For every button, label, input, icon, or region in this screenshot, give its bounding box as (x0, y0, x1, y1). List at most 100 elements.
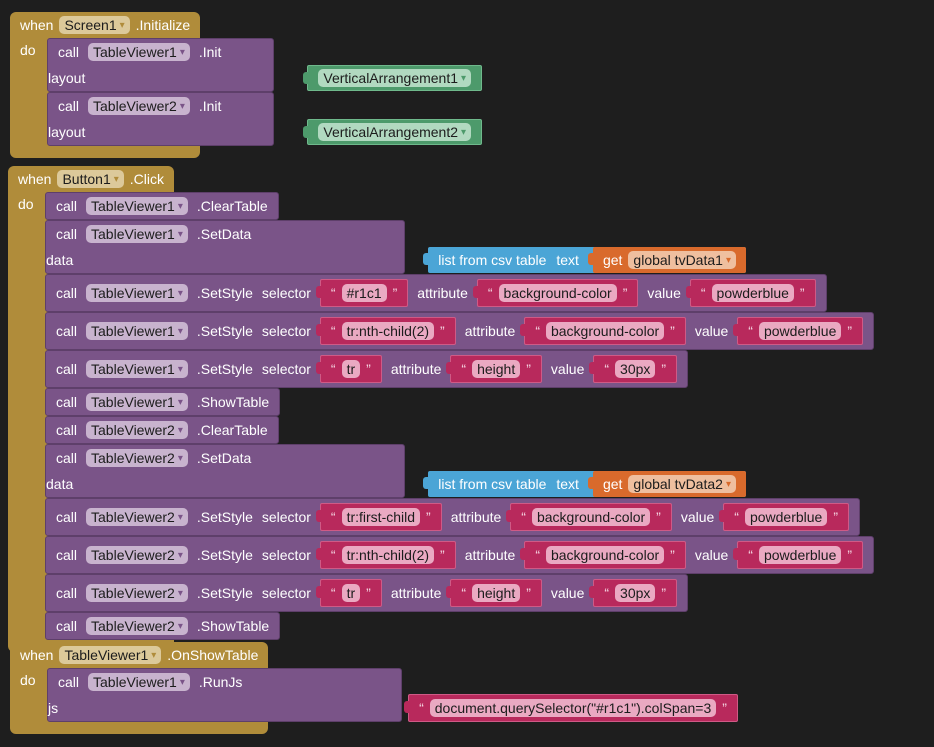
text-block[interactable]: “background-color” (520, 541, 686, 569)
component-dropdown[interactable]: TableViewer2▾ (88, 97, 190, 115)
component-dropdown[interactable]: TableViewer2▾ (86, 508, 188, 526)
text-value[interactable]: tr (341, 360, 361, 378)
text-value[interactable]: #r1c1 (341, 284, 387, 302)
text-value[interactable]: powderblue (711, 284, 794, 302)
text-value[interactable]: powderblue (758, 546, 842, 564)
text-block[interactable]: “background-color” (472, 279, 639, 307)
dropdown-arrow-icon[interactable]: ▾ (461, 72, 467, 84)
event-component-dropdown[interactable]: TableViewer1▾ (59, 646, 162, 664)
dropdown-arrow-icon[interactable]: ▾ (177, 287, 183, 299)
text-value[interactable]: powderblue (744, 508, 828, 526)
dropdown-arrow-icon[interactable]: ▾ (725, 478, 731, 490)
text-value[interactable]: height (472, 360, 521, 378)
dropdown-arrow-icon[interactable]: ▾ (177, 424, 183, 436)
text-value[interactable]: background-color (545, 322, 665, 340)
text-value[interactable]: background-color (531, 508, 651, 526)
dropdown-arrow-icon[interactable]: ▾ (177, 549, 183, 561)
text-block[interactable]: “background-color” (506, 503, 672, 531)
component-dropdown[interactable]: TableViewer1▾ (88, 673, 190, 691)
dropdown-arrow-icon[interactable]: ▾ (177, 228, 183, 240)
text-block[interactable]: “30px” (589, 579, 678, 607)
text-value[interactable]: background-color (545, 546, 665, 564)
text-value[interactable]: document.querySelector("#r1c1").colSpan=… (429, 699, 717, 717)
dropdown-arrow-icon[interactable]: ▾ (179, 676, 185, 688)
component-dropdown[interactable]: TableViewer1▾ (86, 393, 188, 411)
text-block[interactable]: “tr” (315, 579, 382, 607)
text-value[interactable]: powderblue (758, 322, 842, 340)
dropdown-arrow-icon[interactable]: ▾ (179, 46, 185, 58)
component-dropdown[interactable]: TableViewer2▾ (86, 546, 188, 564)
component-dropdown[interactable]: TableViewer2▾ (86, 584, 188, 602)
component-dropdown[interactable]: TableViewer1▾ (86, 225, 188, 243)
text-value[interactable]: tr:nth-child(2) (341, 322, 435, 340)
event-component-dropdown[interactable]: Screen1▾ (59, 16, 130, 34)
variable-dropdown[interactable]: global tvData2▾ (628, 475, 736, 493)
dropdown-arrow-icon[interactable]: ▾ (177, 325, 183, 337)
text-block[interactable]: “powderblue” (719, 503, 850, 531)
text-block[interactable]: “tr:first-child” (315, 503, 442, 531)
variable-dropdown[interactable]: global tvData1▾ (628, 251, 736, 269)
dropdown-arrow-icon[interactable]: ▾ (177, 620, 183, 632)
component-dropdown[interactable]: TableViewer1▾ (86, 197, 188, 215)
text-block[interactable]: “height” (446, 355, 542, 383)
event-component-dropdown[interactable]: Button1▾ (57, 170, 124, 188)
dropdown-arrow-icon[interactable]: ▾ (177, 452, 183, 464)
dropdown-arrow-icon[interactable]: ▾ (177, 363, 183, 375)
component-dropdown[interactable]: VerticalArrangement2▾ (318, 123, 472, 141)
text-block[interactable]: “#r1c1” (315, 279, 409, 307)
text-block[interactable]: “tr:nth-child(2)” (315, 317, 456, 345)
component-dropdown[interactable]: TableViewer1▾ (86, 322, 188, 340)
text-block[interactable]: “30px” (589, 355, 678, 383)
text-block[interactable]: “height” (446, 579, 542, 607)
dropdown-arrow-icon[interactable]: ▾ (177, 511, 183, 523)
component-dropdown[interactable]: TableViewer1▾ (88, 43, 190, 61)
dropdown-arrow-icon[interactable]: ▾ (179, 100, 185, 112)
dropdown-arrow-icon[interactable]: ▾ (461, 126, 467, 138)
text-block[interactable]: “background-color” (520, 317, 686, 345)
text-block[interactable]: “powderblue” (685, 279, 816, 307)
dropdown-arrow-icon[interactable]: ▾ (113, 173, 119, 185)
dropdown-arrow-icon[interactable]: ▾ (725, 254, 731, 266)
text-value[interactable]: 30px (615, 360, 656, 378)
component-block[interactable]: VerticalArrangement1▾ (303, 65, 483, 91)
dropdown-arrow-icon[interactable]: ▾ (177, 200, 183, 212)
component-block[interactable]: VerticalArrangement2▾ (303, 119, 483, 145)
text-block[interactable]: “powderblue” (733, 317, 864, 345)
dropdown-arrow-icon[interactable]: ▾ (177, 396, 183, 408)
text-block[interactable]: “document.querySelector("#r1c1").colSpan… (404, 694, 738, 722)
text-value[interactable]: height (472, 584, 521, 602)
text-block[interactable]: “tr” (315, 355, 382, 383)
text-value[interactable]: tr (341, 584, 361, 602)
text-block[interactable]: “powderblue” (733, 541, 864, 569)
component-dropdown[interactable]: TableViewer1▾ (86, 284, 188, 302)
component-dropdown[interactable]: TableViewer1▾ (86, 360, 188, 378)
text-value[interactable]: background-color (498, 284, 617, 302)
component-dropdown[interactable]: TableViewer2▾ (86, 617, 188, 635)
dropdown-arrow-icon[interactable]: ▾ (119, 19, 125, 31)
text-value[interactable]: tr:nth-child(2) (341, 546, 435, 564)
dropdown-arrow-icon[interactable]: ▾ (151, 649, 157, 661)
dropdown-arrow-icon[interactable]: ▾ (177, 587, 183, 599)
component-dropdown[interactable]: VerticalArrangement1▾ (318, 69, 472, 87)
